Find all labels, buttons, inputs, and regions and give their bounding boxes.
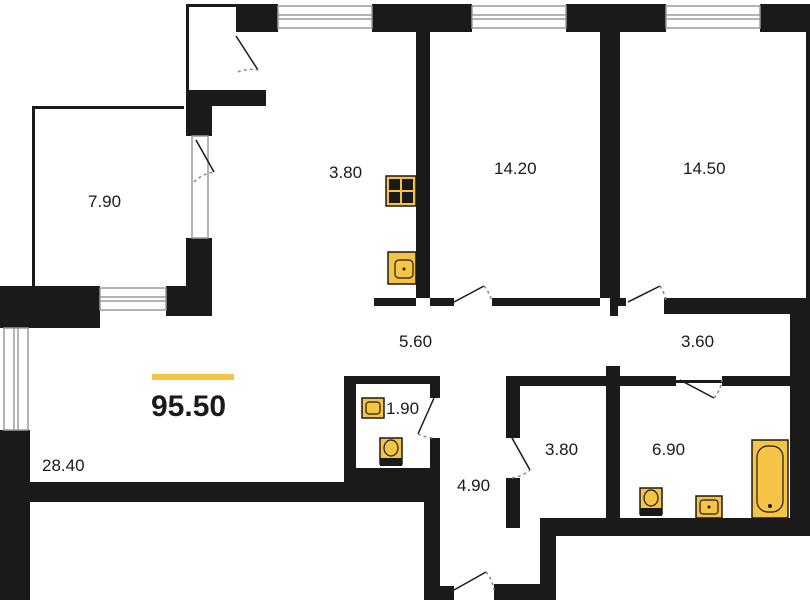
area-label-balcony: 7.90 bbox=[88, 192, 121, 211]
window-balcony bbox=[99, 287, 167, 311]
door-closet bbox=[235, 35, 259, 73]
door-bathroom bbox=[679, 379, 723, 399]
area-label-corridor: 3.60 bbox=[681, 332, 714, 351]
total-area: 95.50 bbox=[151, 390, 226, 423]
area-label-storage: 3.80 bbox=[545, 440, 578, 459]
area-label-kitchen: 3.80 bbox=[329, 163, 362, 182]
area-label-bedroom-2: 14.50 bbox=[683, 159, 726, 178]
kitchen-sink-icon bbox=[387, 251, 417, 285]
area-label-bedroom-1: 14.20 bbox=[494, 159, 537, 178]
window-bedroom-2 bbox=[665, 5, 761, 29]
area-label-hall: 5.60 bbox=[399, 332, 432, 351]
toilet-bowl-icon bbox=[379, 437, 403, 466]
window-kitchen bbox=[277, 5, 373, 29]
total-area-accent-bar bbox=[152, 374, 234, 380]
fixtures bbox=[361, 175, 789, 519]
thick-walls bbox=[0, 4, 810, 600]
door-toilet bbox=[417, 397, 435, 439]
window-bedroom-1 bbox=[471, 5, 567, 29]
area-label-toilet: 1.90 bbox=[386, 399, 419, 418]
door-bedroom-2 bbox=[627, 285, 667, 303]
balcony-door-frame bbox=[191, 135, 209, 239]
door-bedroom-1 bbox=[453, 285, 493, 303]
area-label-bathroom: 6.90 bbox=[652, 440, 685, 459]
area-label-entrance: 4.90 bbox=[457, 476, 490, 495]
stove-icon bbox=[385, 175, 417, 207]
toilet-sink-icon bbox=[361, 397, 385, 419]
windows bbox=[3, 5, 761, 431]
door-storage bbox=[511, 437, 531, 479]
bathtub-icon bbox=[751, 439, 789, 519]
doors bbox=[193, 35, 723, 591]
door-entrance bbox=[453, 571, 495, 591]
area-label-living-room: 28.40 bbox=[42, 456, 85, 475]
window-living bbox=[3, 327, 29, 431]
door-balcony bbox=[193, 139, 215, 183]
bathroom-toilet-icon bbox=[639, 487, 663, 516]
bathroom-sink-icon bbox=[695, 495, 723, 519]
thin-walls bbox=[32, 4, 810, 383]
room-labels: 7.90 3.80 14.20 14.50 5.60 3.60 28.40 1.… bbox=[42, 159, 726, 495]
